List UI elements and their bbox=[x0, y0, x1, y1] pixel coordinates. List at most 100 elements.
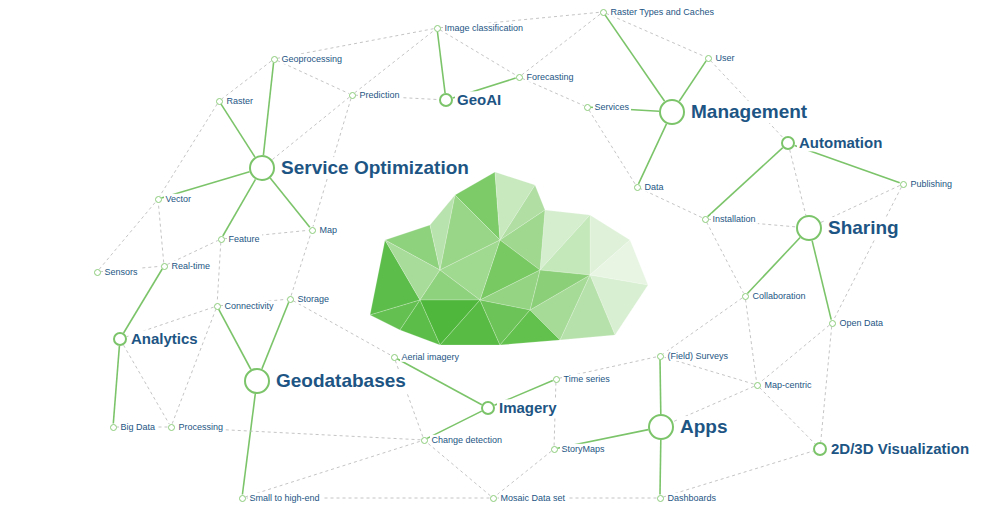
topic-label: Real-time bbox=[170, 261, 213, 271]
hub-link bbox=[242, 394, 255, 495]
hub-link bbox=[270, 178, 310, 227]
mesh-link bbox=[217, 243, 221, 303]
topic-label: Raster Types and Caches bbox=[609, 7, 716, 17]
hub-label: Apps bbox=[678, 416, 730, 438]
hub-label: Management bbox=[689, 101, 809, 123]
hub-node: GeoAI bbox=[439, 93, 453, 107]
hub-link bbox=[747, 238, 800, 294]
hub-node: Apps bbox=[648, 414, 674, 440]
topic-node: (Field) Surveys bbox=[657, 353, 664, 360]
hub-link bbox=[221, 104, 255, 157]
mesh-link bbox=[522, 78, 584, 105]
cloud-facet bbox=[400, 300, 440, 345]
topic-node: Collaboration bbox=[742, 293, 749, 300]
topic-node: Aerial imagery bbox=[391, 354, 398, 361]
topic-node: Change detection bbox=[421, 437, 428, 444]
topic-label: Connectivity bbox=[223, 301, 276, 311]
mesh-link bbox=[160, 104, 217, 196]
mesh-link bbox=[440, 30, 516, 75]
topic-node: Storage bbox=[287, 296, 294, 303]
topic-label: (Field) Surveys bbox=[666, 351, 731, 361]
topic-node: Installation bbox=[702, 216, 709, 223]
hub-node: Analytics bbox=[113, 332, 127, 346]
hub-link bbox=[659, 360, 661, 415]
hub-label: 2D/3D Visualization bbox=[829, 440, 971, 457]
hub-label: Geodatabases bbox=[274, 370, 408, 392]
topic-label: Processing bbox=[177, 422, 226, 432]
hub-link bbox=[223, 179, 256, 236]
mesh-link bbox=[124, 345, 170, 424]
topic-node: Dashboards bbox=[657, 495, 664, 502]
mesh-link bbox=[707, 222, 744, 293]
topic-node: Mosaic Data set bbox=[490, 495, 497, 502]
topic-node: Feature bbox=[218, 236, 225, 243]
topic-node: Prediction bbox=[349, 92, 356, 99]
hub-label: GeoAI bbox=[455, 91, 503, 108]
topic-node: Forecasting bbox=[516, 74, 523, 81]
hub-node: Management bbox=[659, 99, 685, 125]
hub-link bbox=[639, 124, 667, 184]
hub-link bbox=[437, 32, 445, 94]
mesh-link bbox=[158, 203, 163, 263]
topic-node: Vector bbox=[155, 196, 162, 203]
mesh-link bbox=[760, 388, 816, 445]
mesh-link bbox=[245, 441, 420, 497]
topic-label: Time series bbox=[562, 374, 612, 384]
topic-label: Sensors bbox=[103, 267, 140, 277]
topic-node: Image classification bbox=[434, 25, 441, 32]
cloud-facet bbox=[500, 310, 560, 345]
cloud-facet bbox=[540, 215, 590, 275]
hub-node: Imagery bbox=[481, 401, 495, 415]
topic-label: Prediction bbox=[358, 90, 402, 100]
cloud-facet bbox=[420, 270, 480, 300]
topic-label: Map bbox=[318, 225, 340, 235]
topic-label: Big Data bbox=[119, 422, 158, 432]
topic-node: StoryMaps bbox=[551, 446, 558, 453]
mesh-link bbox=[272, 97, 349, 160]
topic-node: User bbox=[705, 55, 712, 62]
hub-node: Geodatabases bbox=[244, 368, 270, 394]
topic-label: Map-centric bbox=[763, 380, 814, 390]
topic-label: StoryMaps bbox=[560, 444, 607, 454]
hub-label: Imagery bbox=[497, 399, 559, 416]
topic-label: Change detection bbox=[430, 435, 505, 445]
hub-label: Automation bbox=[797, 134, 884, 151]
topic-node: Sensors bbox=[94, 269, 101, 276]
topic-label: Services bbox=[593, 102, 632, 112]
hub-link bbox=[113, 346, 119, 424]
topic-node: Time series bbox=[553, 376, 560, 383]
topic-label: Feature bbox=[227, 234, 262, 244]
hub-link bbox=[679, 61, 706, 101]
hub-node: Sharing bbox=[796, 215, 822, 241]
topic-label: Mosaic Data set bbox=[499, 493, 568, 503]
topic-label: Aerial imagery bbox=[400, 352, 462, 362]
topic-node: Publishing bbox=[900, 181, 907, 188]
mesh-link bbox=[427, 442, 491, 495]
mesh-link bbox=[589, 110, 635, 184]
topic-label: Open Data bbox=[838, 318, 886, 328]
topic-node: Map-centric bbox=[754, 382, 761, 389]
topic-node: Raster bbox=[216, 98, 223, 105]
hub-node: 2D/3D Visualization bbox=[813, 442, 827, 456]
mesh-link bbox=[640, 189, 702, 218]
mesh-link bbox=[277, 61, 349, 94]
mesh-link bbox=[821, 327, 832, 443]
topic-label: Collaboration bbox=[751, 291, 808, 301]
topic-node: Map bbox=[309, 227, 316, 234]
topic-node: Connectivity bbox=[214, 303, 221, 310]
mesh-link bbox=[760, 325, 830, 383]
topic-label: Image classification bbox=[443, 23, 526, 33]
topic-node: Data bbox=[634, 184, 641, 191]
hub-link bbox=[124, 269, 163, 333]
cloud-facet bbox=[530, 270, 590, 310]
topic-label: Raster bbox=[225, 96, 256, 106]
mesh-link bbox=[790, 150, 806, 216]
hub-node: Automation bbox=[781, 136, 795, 150]
topic-node: Geoprocessing bbox=[271, 56, 278, 63]
cloud-facets bbox=[370, 172, 648, 345]
topic-label: Geoprocessing bbox=[280, 54, 345, 64]
mesh-link bbox=[99, 202, 156, 270]
topic-label: Vector bbox=[164, 194, 194, 204]
topic-node: Open Data bbox=[829, 320, 836, 327]
